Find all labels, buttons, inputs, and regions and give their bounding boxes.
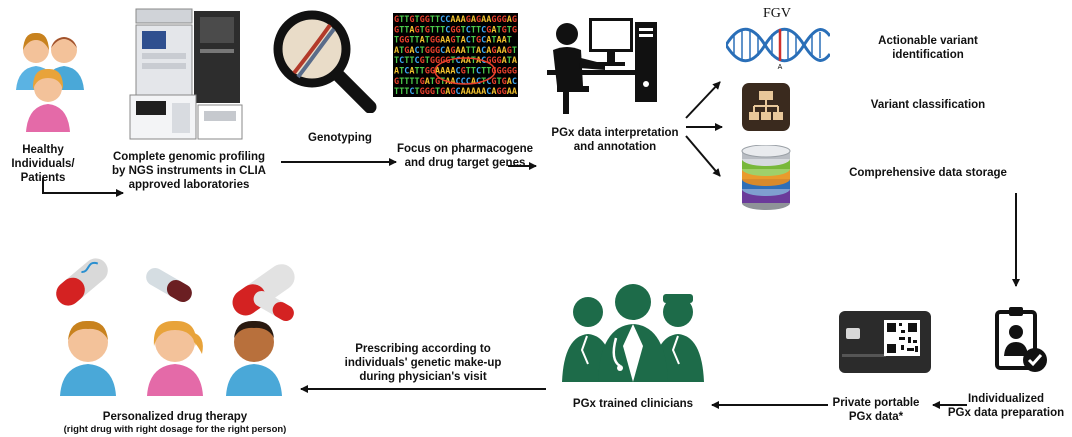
actionable-variant-line1: Actionable variant (878, 35, 978, 47)
ngs-label-line2: by NGS instruments in CLIA (112, 165, 266, 177)
sequence-row: TGGTTATGGAAGTACTGCATAAT (394, 36, 512, 46)
dna-logo-text: FGV (762, 6, 791, 21)
sequence-text: GTTGTGGTTCCAAAGAGAAGGGAGGTTAGTGTTTCGGTCT… (394, 15, 517, 97)
pill-capsule-icon-2 (146, 268, 192, 302)
pgx-interpretation-line2: and annotation (573, 141, 657, 153)
portable-data-line2: PGx data* (848, 411, 904, 423)
sequence-highlight-ellipse (434, 57, 496, 85)
patients-label-line2: Patients (20, 172, 66, 184)
therapy-label-line1: Personalized drug therapy (102, 411, 248, 423)
sequence-row: GTTAGTGTTTCGGTCTTCGATGTG (394, 25, 517, 35)
sequence-row: TTTCTGGGTGAGCAAAAACAGGAA (394, 87, 517, 97)
actionable-variant-label: Actionable variant identification (858, 34, 998, 62)
patients-label: Healthy Individuals/ Patients (0, 143, 86, 185)
clinicians-icon (562, 284, 704, 382)
sequence-row: GTTGTGGTTCCAAAGAGAAGGGAG (394, 15, 517, 25)
arrow-to-storage (685, 135, 721, 177)
portable-data-line1: Private portable (832, 397, 920, 409)
pill-capsule-icon-1 (56, 258, 108, 306)
individualized-line1: Individualized (967, 393, 1045, 405)
sequence-row: ATGACTGGGCAGAATTACAGAAGT (394, 46, 517, 56)
focus-label-line2: and drug target genes (404, 157, 526, 169)
genotyping-label: Genotyping (308, 132, 372, 144)
ngs-instruments-icon (129, 8, 243, 140)
therapy-label: Personalized drug therapy (right drug wi… (30, 410, 320, 436)
therapy-sub-label: (right drug with right dosage for the ri… (63, 424, 287, 435)
focus-label-line1: Focus on pharmacogene (396, 143, 534, 155)
pgx-interpretation-label: PGx data interpretation and annotation (540, 126, 690, 154)
clinicians-label: PGx trained clinicians (572, 398, 694, 410)
person-boy-icon (60, 320, 116, 396)
sequence-row: TCTTCGTGGGGTCAATACGGGATA (394, 56, 517, 66)
ngs-label-line3: approved laboratories (128, 179, 250, 191)
sequence-row: ATCATTGGAAAACGTTCTTGGGGG (394, 67, 517, 77)
focus-label: Focus on pharmacogene and drug target ge… (390, 142, 540, 170)
portable-card-icon (839, 311, 931, 373)
portable-data-label: Private portable PGx data* (826, 396, 926, 424)
variant-classification-label: Variant classification (870, 99, 986, 111)
individualized-profile-icon (995, 307, 1047, 372)
patients-label-line1: Healthy Individuals/ (11, 144, 75, 170)
person-girl-icon (147, 320, 203, 396)
analyst-computer-icon (547, 18, 657, 114)
prescribing-line2: individuals' genetic make-up (344, 357, 502, 369)
pgx-interpretation-line1: PGx data interpretation (551, 127, 679, 139)
arrow-patients-to-ngs (42, 178, 124, 197)
ngs-label: Complete genomic profiling by NGS instru… (103, 150, 275, 192)
dna-helix-icon (726, 27, 830, 63)
individualized-line2: PGx data preparation (947, 407, 1065, 419)
classification-icon (742, 83, 790, 131)
pill-capsule-icon-3 (232, 264, 295, 321)
person-man-icon (226, 320, 282, 396)
actionable-variant-line2: identification (892, 49, 964, 61)
prescribing-label: Prescribing according to individuals' ge… (318, 342, 528, 384)
patients-group-icon (16, 32, 84, 132)
dna-variant-letter: A (777, 64, 783, 71)
individualized-label: Individualized PGx data preparation (940, 392, 1072, 420)
database-icon (741, 145, 791, 210)
sequence-row: GTTTTGATGTAACCCACTCGTGAC (394, 77, 517, 87)
ngs-label-line1: Complete genomic profiling (112, 151, 266, 163)
data-storage-label: Comprehensive data storage (849, 167, 1007, 179)
magnifier-dna-icon (273, 10, 377, 113)
arrow-to-dna (685, 81, 721, 119)
prescribing-line1: Prescribing according to (355, 343, 491, 355)
prescribing-line3: during physician's visit (359, 371, 487, 383)
